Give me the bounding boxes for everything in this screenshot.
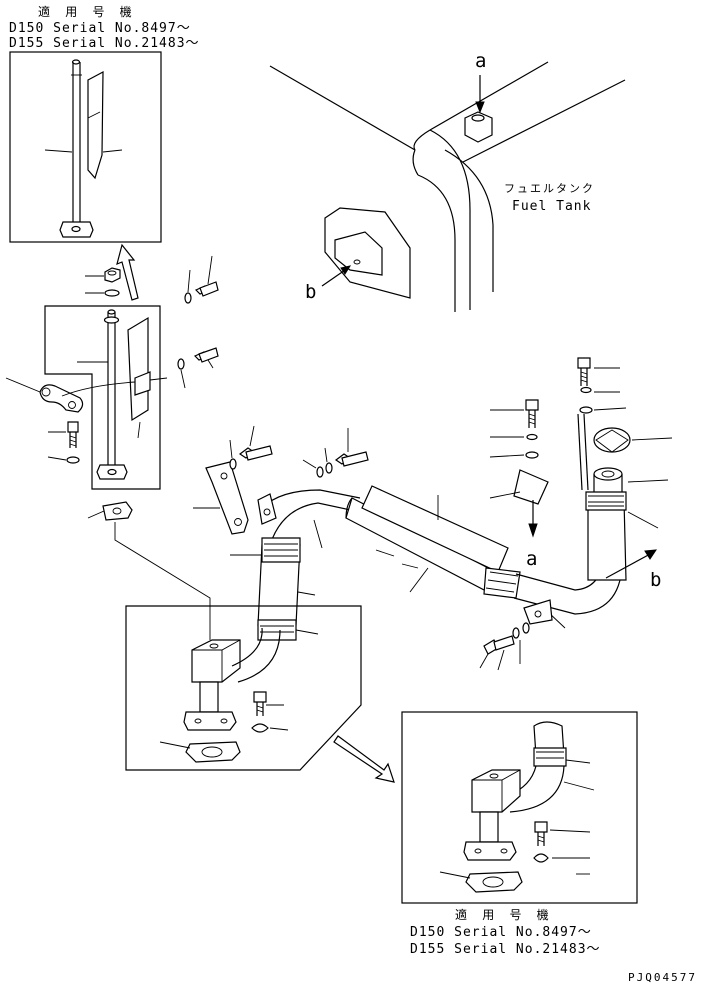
inset-detail-new [401, 711, 638, 904]
left-assembly-outline [44, 305, 161, 490]
arrow-to-inset-icon [116, 243, 139, 301]
nut-and-washer [85, 267, 121, 297]
applicability-heading-top: 適 用 号 機 [38, 4, 136, 19]
detail-outline-lower [125, 605, 362, 771]
drawing-code: PJQ04577 [628, 971, 697, 984]
fuel-tank [269, 61, 626, 312]
bolt-left [47, 421, 80, 464]
block-fitting-lower [159, 627, 289, 763]
callout-a-bottom: a [526, 548, 537, 570]
callout-b-right: b [650, 569, 661, 591]
clamp-left [5, 377, 136, 413]
callout-b-left: b [305, 281, 316, 303]
bracket-mid [193, 425, 369, 535]
pipe-assembly [230, 357, 673, 671]
applicability-line2-bottom: D155 Serial No.21483～ [410, 942, 601, 957]
gasket-small [87, 501, 211, 640]
applicability-line1-top: D150 Serial No.8497～ [9, 21, 191, 36]
applicability-line2-top: D155 Serial No.21483～ [9, 36, 200, 51]
filler-tube-left [77, 309, 168, 480]
fuel-tank-label-en: Fuel Tank [512, 199, 591, 214]
arrow-to-detail-icon [333, 735, 395, 783]
fuel-tank-label-jp: フュエルタンク [504, 182, 595, 195]
inset-filler-tube-new [9, 51, 162, 243]
applicability-line1-bottom: D150 Serial No.8497～ [410, 925, 592, 940]
bolts-bracket-upper [177, 255, 219, 389]
applicability-heading-bottom: 適 用 号 機 [455, 907, 553, 922]
callout-a-top: a [475, 50, 486, 72]
